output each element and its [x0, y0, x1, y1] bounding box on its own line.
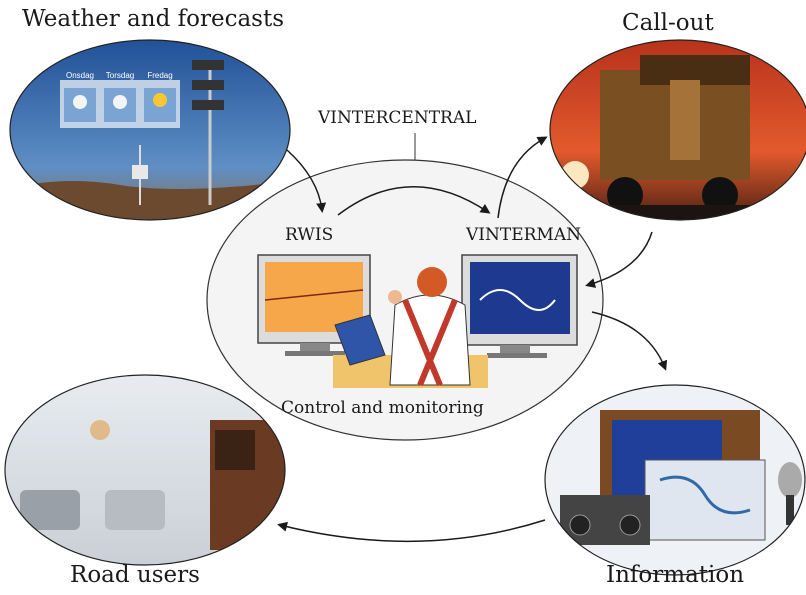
control-caption: Control and monitoring [281, 398, 484, 418]
information-illustration [545, 385, 805, 575]
forecast-icon-3 [144, 88, 176, 122]
vinterman-monitor-icon [461, 254, 578, 358]
callout-ellipse [549, 39, 806, 221]
arrow-central-to-information [591, 311, 668, 371]
information-title: Information [606, 562, 745, 588]
forecast-day-2: Torsdag [106, 71, 134, 80]
arrow-weather-to-rwis [286, 149, 327, 213]
microphone-icon [778, 462, 802, 525]
rwis-label: RWIS [285, 225, 334, 245]
arrow-callout-to-vinterman [585, 231, 653, 288]
information-ellipse [544, 384, 806, 576]
arrow-vinterman-to-callout [497, 136, 548, 219]
weather-illustration [10, 40, 290, 220]
arrow-rwis-to-vinterman [337, 186, 491, 216]
radio-icon [560, 495, 650, 545]
screen-map-icon [644, 459, 766, 541]
weather-title: Weather and forecasts [22, 6, 285, 32]
road-users-illustration [5, 375, 285, 565]
rwis-monitor-icon [257, 254, 371, 356]
control-room-illustration [257, 254, 578, 388]
forecast-icon-2 [104, 88, 136, 122]
callout-title: Call-out [622, 10, 714, 36]
central-title: VINTERCENTRAL [318, 108, 477, 128]
forecast-day-1: Onsdag [66, 71, 94, 80]
operator-figure [333, 267, 488, 388]
callout-illustration [550, 40, 806, 220]
forecast-icon-1 [64, 88, 96, 122]
forecast-day-3: Fredag [147, 71, 172, 80]
forecast-panel: Onsdag Torsdag Fredag [60, 71, 180, 128]
road-users-title: Road users [70, 562, 200, 588]
road-users-ellipse [4, 374, 286, 566]
weather-ellipse [9, 39, 291, 221]
arrow-information-to-road-users [277, 519, 546, 543]
vinterman-label: VINTERMAN [466, 225, 581, 245]
